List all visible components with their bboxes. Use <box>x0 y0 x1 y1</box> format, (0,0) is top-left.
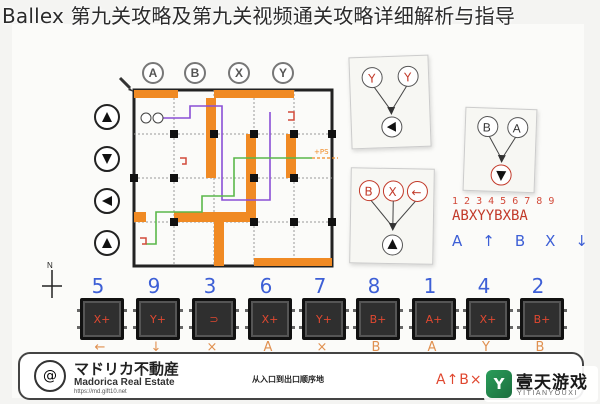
chip-number: 8 <box>367 274 381 298</box>
chip-sub: B <box>535 340 545 355</box>
chip-label: A+ <box>425 313 443 326</box>
note-input: Y <box>367 71 376 85</box>
sequence-letters: ABXYYBXBA <box>452 208 528 224</box>
chip-tile[interactable]: Y+ <box>133 298 183 340</box>
watermark-name: 壹天游戏 <box>516 373 588 393</box>
chip-sub: ← <box>94 340 106 355</box>
mapping-item: X <box>545 232 556 250</box>
brand-url[interactable]: https://md.gift10.net <box>74 389 127 395</box>
logic-note-middle: B X ← <box>349 167 435 265</box>
chip-tile[interactable]: A+ <box>409 298 459 340</box>
footer-answer: A↑B×↓ <box>436 372 496 388</box>
chip-number: 7 <box>313 274 327 298</box>
watermark: Y 壹天游戏 YITIANYOUXI <box>484 366 598 402</box>
chip-sub: A <box>263 340 273 355</box>
chip-label: X+ <box>261 313 279 326</box>
green-path <box>146 157 312 245</box>
compass-icon: N <box>42 261 62 298</box>
red-marks <box>140 111 295 245</box>
brand-name-en: Madorica Real Estate <box>74 377 175 388</box>
arrow-down-icon <box>496 170 507 182</box>
direction-up-button[interactable] <box>94 230 120 256</box>
mapping-item: ↑ <box>482 232 495 250</box>
direction-up-button[interactable] <box>94 104 120 130</box>
logic-diagram: B X ← <box>358 180 428 256</box>
arrow-left-icon <box>386 121 397 132</box>
svg-text:N: N <box>47 261 53 270</box>
annotation-text: +PS <box>314 148 329 156</box>
pencil-icon <box>118 76 134 92</box>
footer-instruction: 从入口到出口顺序地 <box>252 375 324 384</box>
chip-number: 4 <box>477 274 491 298</box>
arrow-up-icon <box>102 112 112 122</box>
direction-down-button[interactable] <box>94 146 120 172</box>
note-input: ← <box>411 185 421 199</box>
arrow-down-icon <box>102 154 112 164</box>
site-logo-icon: Y <box>486 370 512 398</box>
arrow-left-icon <box>102 196 112 206</box>
grid-posts <box>130 130 336 226</box>
logic-diagram: B A <box>477 116 529 186</box>
sequence-mapping: A ↑ B X ↓ <box>452 232 588 250</box>
chip-sub: Y <box>482 340 490 355</box>
note-input: Y <box>403 70 412 84</box>
chip-number: 5 <box>91 274 105 298</box>
chip-label: X+ <box>479 313 497 326</box>
chip-sub: A <box>427 340 437 355</box>
column-label: Y <box>272 62 294 84</box>
sequence-numbers: 1 2 3 4 5 6 7 8 9 <box>452 196 555 207</box>
arrow-up-icon <box>102 238 112 248</box>
chip-sub: × <box>206 340 218 355</box>
mapping-item: ↓ <box>575 232 588 250</box>
purple-path <box>154 105 271 201</box>
note-input: X <box>388 185 396 199</box>
column-label: A <box>142 62 164 84</box>
chip-sub: ↓ <box>150 340 162 355</box>
chip-number: 3 <box>203 274 217 298</box>
chip-tile[interactable]: X+ <box>245 298 295 340</box>
note-input: B <box>364 185 372 199</box>
chip-tile[interactable]: ⊃ <box>189 298 239 340</box>
mapping-item: A <box>452 232 463 250</box>
snail-logo-icon: @ <box>34 360 66 392</box>
chip-number: 1 <box>423 274 437 298</box>
mapping-item: B <box>514 232 526 250</box>
brand-name-jp: マドリカ不動産 <box>74 360 180 378</box>
chip-label: B+ <box>533 313 551 326</box>
chip-number: 9 <box>147 274 161 298</box>
chip-label: X+ <box>93 313 111 326</box>
column-label: X <box>228 62 250 84</box>
chip-label: B+ <box>369 313 387 326</box>
chip-tile[interactable]: B+ <box>353 298 403 340</box>
note-input: A <box>513 121 521 135</box>
logic-diagram: Y Y <box>361 65 419 138</box>
grid-lines <box>134 90 332 266</box>
chip-label: ⊃ <box>209 313 219 326</box>
logic-note-right: B A <box>462 106 538 194</box>
arrow-up-icon <box>387 239 398 250</box>
chip-tile[interactable]: X+ <box>77 298 127 340</box>
chip-sub: × <box>316 340 328 355</box>
logic-note-top: Y Y <box>348 54 432 150</box>
chip-number: 6 <box>259 274 273 298</box>
chip-tile[interactable]: X+ <box>463 298 513 340</box>
column-label: B <box>184 62 206 84</box>
chip-label: Y+ <box>316 313 332 326</box>
direction-left-button[interactable] <box>94 188 120 214</box>
chip-label: Y+ <box>150 313 166 326</box>
note-input: B <box>483 120 491 134</box>
watermark-sub: YITIANYOUXI <box>517 390 578 397</box>
chip-tile[interactable]: B+ <box>517 298 567 340</box>
chip-sub: B <box>371 340 381 355</box>
chip-tile[interactable]: Y+ <box>299 298 349 340</box>
chip-number: 2 <box>531 274 545 298</box>
start-markers <box>140 112 164 124</box>
page-title: Ballex 第九关攻略及第九关视频通关攻略详细解析与指导 <box>2 4 516 28</box>
